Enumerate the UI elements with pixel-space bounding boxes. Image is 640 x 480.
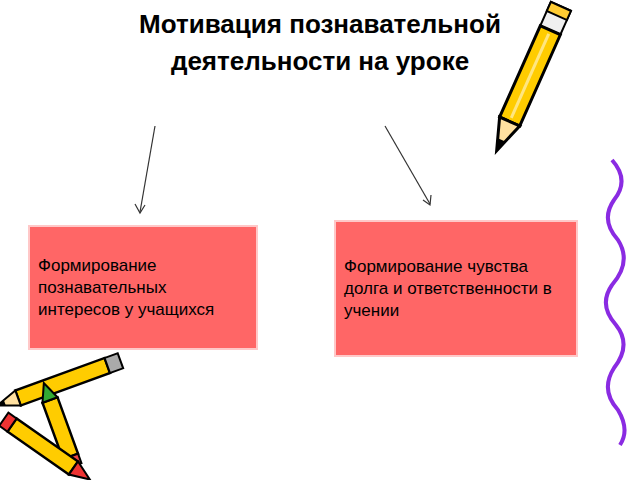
pencil-bottom-1 (0, 353, 123, 413)
wavy-line (606, 160, 625, 445)
pencil-bottom-3 (0, 413, 94, 480)
process-box: Формирование познавательных интересов у … (28, 225, 258, 350)
diagram-title: Мотивация познавательной деятельности на… (120, 6, 520, 80)
title-arrows (135, 126, 431, 213)
box-text: Формирование чувства долга и ответственн… (336, 250, 576, 328)
process-box: Формирование чувства долга и ответственн… (334, 220, 578, 357)
box-text: Формирование познавательных интересов у … (30, 249, 256, 327)
